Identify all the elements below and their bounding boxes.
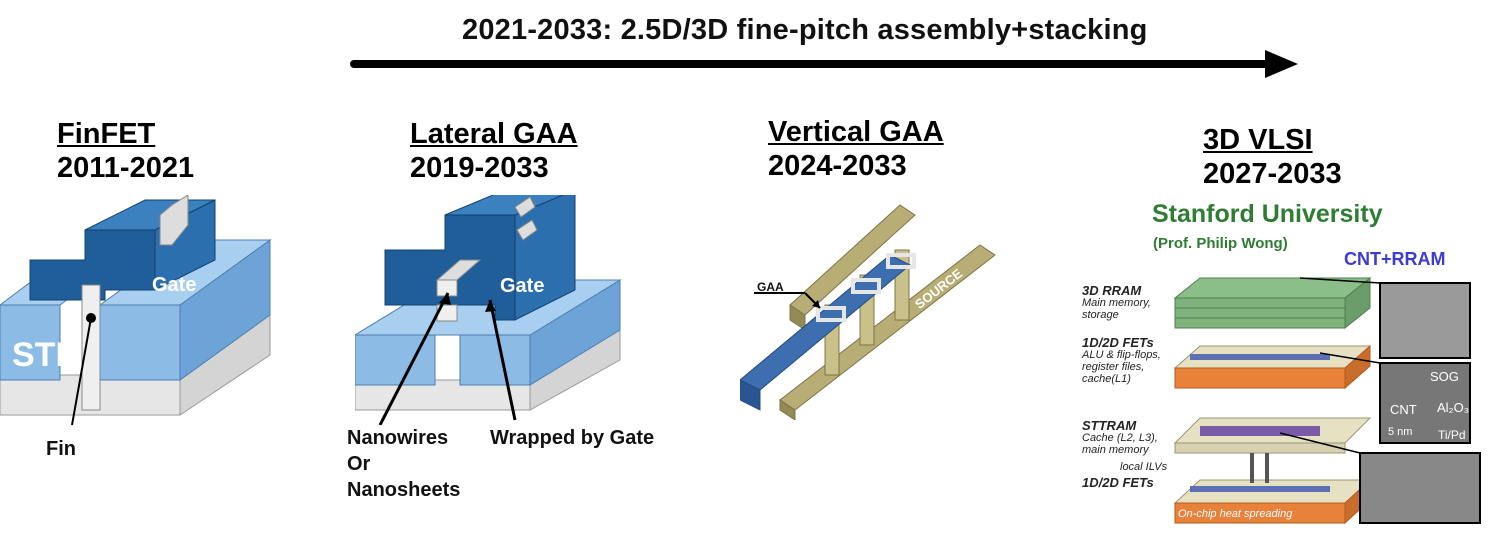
vlsi-stack-illustration <box>1173 276 1481 525</box>
finfet-gate-label: Gate <box>152 274 197 296</box>
stanford-prof: (Prof. Philip Wong) <box>1153 235 1288 252</box>
cnt-rram-tag: CNT+RRAM <box>1344 249 1446 269</box>
layer-title: 1D/2D FETs <box>1082 475 1154 490</box>
stage-name: Lateral GAA <box>410 118 578 150</box>
finfet-illustration <box>0 195 272 426</box>
layer-title: 1D/2D FETs <box>1082 335 1154 350</box>
finfet-fin-label: Fin <box>46 438 76 460</box>
finfet-sti-label: STI <box>12 336 65 374</box>
layer-desc: Main memory, <box>1082 297 1151 309</box>
timeline-banner: 2021-2033: 2.5D/3D fine-pitch assembly+s… <box>462 14 1148 46</box>
layer-title: 3D RRAM <box>1082 283 1142 298</box>
layer-title: STTRAM <box>1082 418 1137 433</box>
timeline-arrow <box>350 50 1298 78</box>
heat-label-bottom: On-chip heat spreading <box>1178 508 1293 520</box>
lateral-gate-label: Gate <box>500 275 545 297</box>
stage-years: 2024-2033 <box>768 150 907 182</box>
inset-sog: SOG <box>1430 369 1459 384</box>
layer-desc: storage <box>1082 309 1119 321</box>
stage-vertical-gaa: Vertical GAA 2024-2033 <box>768 115 944 183</box>
layer-desc: main memory <box>1082 444 1149 456</box>
inset-5nm: 5 nm <box>1388 426 1413 438</box>
inset-cnt: CNT <box>1390 402 1417 417</box>
layer-fets-2: 1D/2D FETs <box>1082 475 1154 490</box>
nanowires-line-1: Nanowires <box>347 427 449 449</box>
lateral-gaa-illustration <box>355 195 622 425</box>
layer-desc: Cache (L2, L3), <box>1082 432 1158 444</box>
layer-desc: register files, <box>1082 361 1145 373</box>
inset-tipd: Ti/Pd <box>1438 428 1466 442</box>
stage-name: Vertical GAA <box>768 116 944 148</box>
layer-sttram: STTRAM Cache (L2, L3), main memory <box>1082 418 1158 456</box>
layer-fets-1: 1D/2D FETs ALU & flip-flops, register fi… <box>1082 335 1161 385</box>
lateral-wrapped-label: Wrapped by Gate <box>490 427 655 449</box>
layer-3d-rram: 3D RRAM Main memory, storage <box>1082 283 1151 321</box>
stage-3d-vlsi: 3D VLSI 2027-2033 <box>1203 123 1342 191</box>
stage-years: 2011-2021 <box>57 152 195 184</box>
stage-years: 2027-2033 <box>1203 158 1342 190</box>
lateral-nanowires-label: Nanowires Or Nanosheets <box>347 425 460 503</box>
stage-lateral-gaa: Lateral GAA 2019-2033 <box>410 117 578 185</box>
nanowires-line-3: Nanosheets <box>347 479 461 501</box>
stage-name: FinFET <box>57 118 156 150</box>
stanford-title: Stanford University <box>1152 200 1383 228</box>
layer-desc: cache(L1) <box>1082 373 1131 385</box>
layer-desc: ALU & flip-flops, <box>1082 349 1161 361</box>
vertical-gaa-label: GAA <box>757 280 784 294</box>
stage-years: 2019-2033 <box>410 152 549 184</box>
stage-finfet: FinFET 2011-2021 <box>57 117 194 185</box>
heat-label-top: On-chip heat spreading <box>1178 391 1293 403</box>
local-ilvs-label: local ILVs <box>1120 461 1168 473</box>
stage-name: 3D VLSI <box>1203 124 1313 156</box>
nanowires-line-2: Or <box>347 453 371 475</box>
vertical-gaa-illustration <box>740 204 996 420</box>
inset-al2o3: Al₂O₃ <box>1437 400 1470 415</box>
